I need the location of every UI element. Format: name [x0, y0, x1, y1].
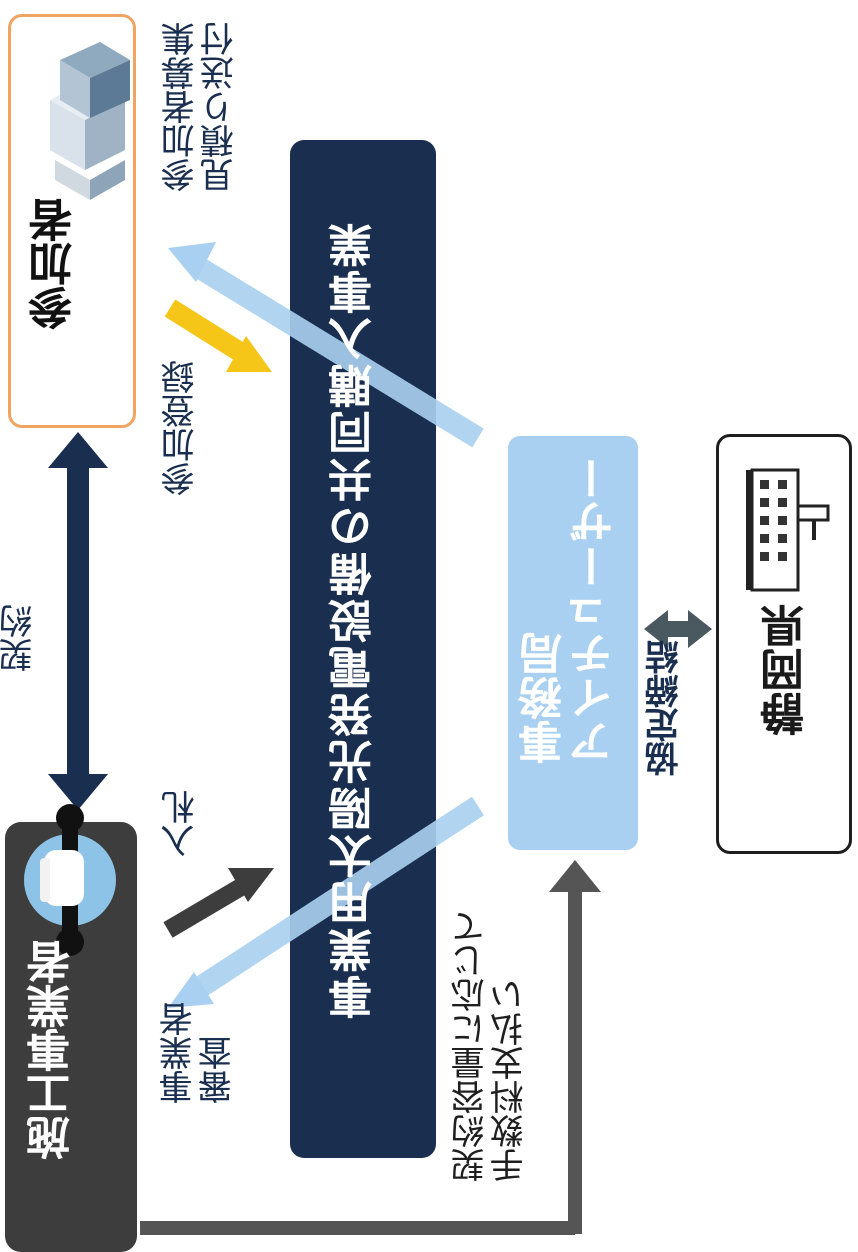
- register-arrow: [164, 299, 272, 372]
- participant-label: 参加者: [29, 198, 80, 330]
- recruit-arrow: [168, 242, 484, 448]
- bid-label: 入札: [161, 790, 201, 858]
- bid-arrow: [163, 868, 274, 938]
- government-building-icon: [746, 468, 830, 592]
- contract-arrow: [48, 432, 108, 810]
- agreement-label: 協定締結: [645, 640, 685, 776]
- fee-label: 契約容量に応じて 手数料支払い: [451, 910, 531, 1182]
- agreement-arrow: [644, 610, 712, 648]
- prefecture-label: 静岡県: [761, 604, 812, 736]
- contractor-label: 施工事業者: [27, 940, 78, 1160]
- project-label: 事業用太陽光発電設備の共同購入事業: [329, 220, 380, 1019]
- screening-label: 事業者 審査: [159, 1002, 239, 1104]
- secretariat-box: [508, 436, 638, 850]
- contract-label: 契約: [0, 604, 39, 672]
- project-bar: [290, 140, 436, 1158]
- fee-arrow: [140, 860, 601, 1235]
- wrench-hand-icon: [24, 804, 116, 956]
- recruit-label: 参加者募集 見積り送付: [161, 22, 241, 192]
- office-buildings-icon: [50, 42, 130, 200]
- register-label: 参加登録: [161, 360, 201, 496]
- screening-arrow: [168, 796, 485, 1008]
- secretariat-label: 事務局 アイチューザー: [519, 456, 621, 764]
